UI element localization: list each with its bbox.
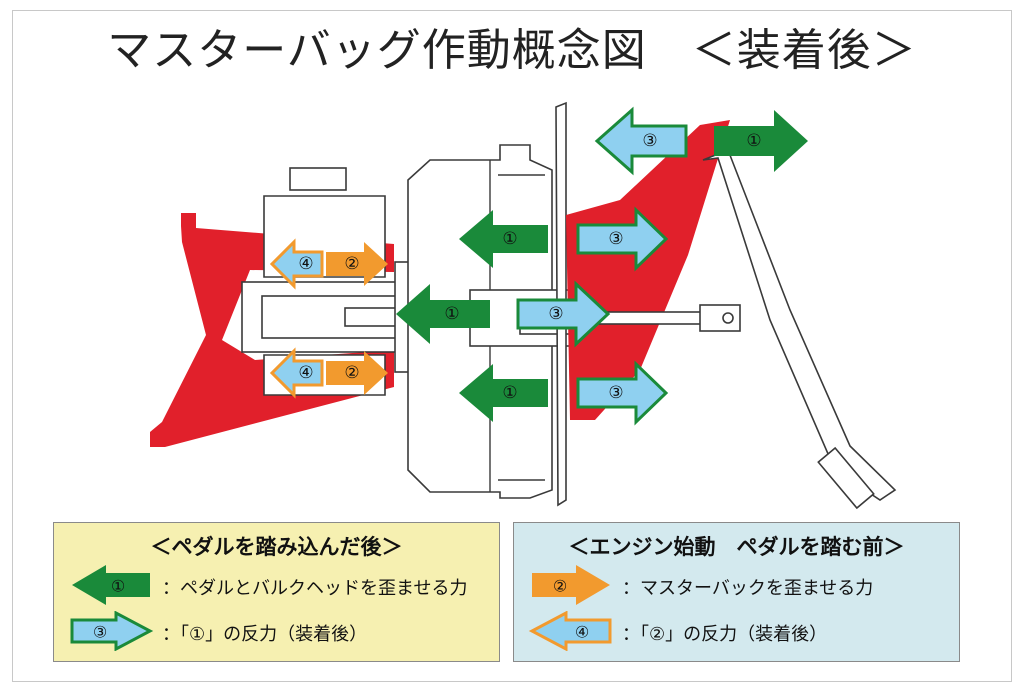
label-two: ② [344,363,359,383]
master-cylinder [241,167,426,396]
arrow-blue-upper: ③ [576,206,669,272]
arrow-orange-upper: ② [326,242,388,286]
legend-right-title: ＜エンジン始動 ペダルを踏む前＞ [568,535,905,559]
legend-after-pedal: ＜ペダルを踏み込んだ後＞ ① ：ペダルとバルクヘッドを歪ませる力 ③ ：「①」の… [53,522,500,662]
legend-symbol: ① [111,577,125,596]
label-one: ① [444,304,459,324]
legend-text: ：「①」の反力（装着後） [162,624,368,645]
pushrod [595,304,741,332]
legend-symbol: ④ [575,623,589,642]
blue-right-arrow-icon: ③ [70,611,154,651]
label-one: ① [502,229,517,249]
page-title: マスターバッグ作動概念図 ＜装着後＞ [107,25,917,76]
legend-engine-start: ＜エンジン始動 ペダルを踏む前＞ ② ：マスターバックを歪ませる力 ④ ：「②」… [513,522,960,662]
label-one: ① [502,383,517,403]
label-four: ④ [298,363,313,383]
arrow-green-upper: ① [459,210,548,268]
arrow-green-top-right: ① [714,110,808,172]
pedal-arm [702,148,897,501]
legend-symbol: ② [553,577,567,596]
label-two: ② [344,254,359,274]
arrow-orange-lower: ② [326,351,388,395]
pedal-pad [817,446,875,510]
label-four: ④ [298,254,313,274]
label-three: ③ [608,383,623,403]
arrow-blue-orange-lower: ④ [269,347,324,399]
legend-text: ：ペダルとバルクヘッドを歪ませる力 [162,578,468,599]
label-one: ① [746,131,761,151]
arrow-blue-center: ③ [516,280,611,348]
green-left-arrow-icon: ① [72,565,150,605]
arrow-blue-lower: ③ [576,360,669,426]
orange-right-arrow-icon: ② [532,565,610,605]
arrow-green-center: ① [396,284,490,344]
legend-text: ：「②」の反力（装着後） [622,624,828,645]
legend-symbol: ③ [93,623,107,642]
legend-text: ：マスターバックを歪ませる力 [622,578,874,599]
legend-left-title: ＜ペダルを踏み込んだ後＞ [150,535,403,559]
blue-left-arrow-icon: ④ [528,611,612,651]
label-three: ③ [642,131,657,151]
arrow-green-lower: ① [459,364,548,422]
label-three: ③ [608,229,623,249]
arrow-blue-orange-upper: ④ [269,238,324,290]
pedal-bracket [566,120,730,420]
label-three: ③ [548,304,563,324]
arrow-blue-top: ③ [594,106,688,176]
